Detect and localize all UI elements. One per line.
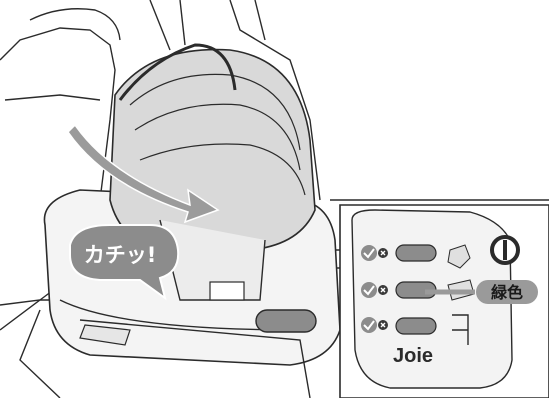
base-release-button	[256, 310, 316, 332]
check-icon	[361, 245, 377, 261]
check-icon	[361, 282, 377, 298]
color-label-text: 緑色	[491, 283, 523, 302]
status-led	[396, 318, 436, 334]
check-icon	[361, 317, 377, 333]
status-led	[396, 245, 436, 261]
brand-logo: Joie	[393, 345, 433, 367]
indicator-panel: 緑色 Joie	[340, 205, 549, 398]
click-callout-text: カチッ!	[84, 243, 157, 267]
